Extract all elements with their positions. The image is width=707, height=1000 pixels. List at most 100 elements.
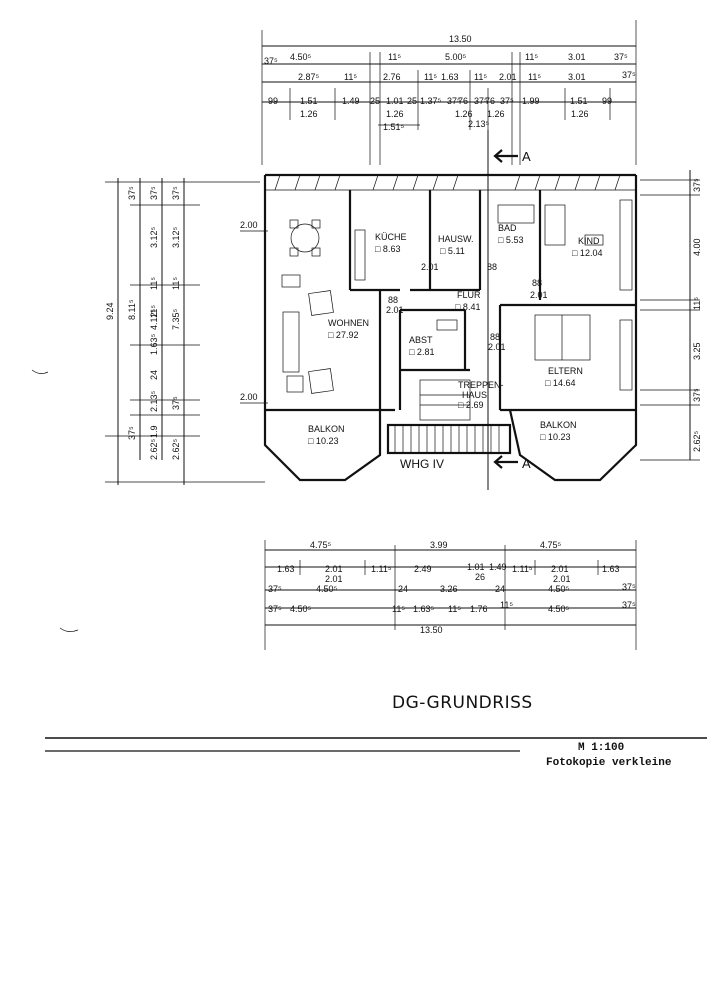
inner-dim-1: 2.01: [386, 305, 404, 315]
dim-bot-r2-h: 2.01: [551, 564, 569, 574]
dim-top-r3-c: 1.49: [342, 96, 360, 106]
dim-top-r3-d: 25: [370, 96, 380, 106]
dim-right-1: 4.00: [692, 238, 702, 256]
room-name-treppen: TREPPEN-: [458, 380, 504, 390]
title-block: DG-GRUNDRISS M 1:100 Fotokopie verkleine: [45, 693, 707, 769]
dim-top-r5-b: 2.13⁵: [468, 119, 490, 129]
dim-top-r1-e: 3.01: [568, 52, 586, 62]
inner-dim-3: 2.01: [530, 290, 548, 300]
dim-bot-r3-f: 4.50⁵: [548, 584, 570, 594]
room-area-balkon-left: □ 10.23: [308, 436, 338, 446]
section-marker-bottom: A: [493, 455, 531, 471]
room-area-hausw: □ 5.11: [440, 246, 465, 256]
dim-left-s1: 37⁵: [171, 186, 181, 200]
dim-right-2: 11⁵: [692, 297, 702, 310]
section-marker-label-bottom: A: [522, 456, 531, 471]
dim-top-r4-c: 1.26: [455, 109, 473, 119]
dim-bot-r4-c: 11⁵: [392, 604, 405, 614]
dim-bot-r2b-c: 2.01: [553, 574, 571, 584]
dim-left-mid: 8.11⁵: [127, 299, 137, 320]
room-name2-treppen: HAUS: [462, 390, 487, 400]
dim-top-r3-k: 76: [485, 96, 495, 106]
inner-dim-4: 88: [490, 332, 500, 342]
dim-bot-r2-b: 2.01: [325, 564, 343, 574]
dim-top-r2-j: 37⁵: [622, 70, 636, 80]
dim-right-5: 2.62⁵: [692, 430, 702, 452]
dim-left-s2: 37⁵: [127, 186, 137, 200]
dim-bot-r4-b: 4.50⁵: [290, 604, 312, 614]
inner-dim-5: 2.01: [488, 342, 506, 352]
dim-bot-r2-i: 1.63: [602, 564, 620, 574]
dim-bot-r4-d: 1.63⁵: [413, 604, 435, 614]
dim-left-a7: 1.9: [149, 425, 159, 438]
dim-bot-r3-c: 24: [398, 584, 408, 594]
dim-top-r3-h: 37⁵: [447, 96, 461, 106]
dim-left-a0: 3.12⁵: [149, 226, 159, 248]
dim-bot-r3-g: 37⁵: [622, 582, 636, 592]
dim-left-a2: 2.13⁵: [149, 390, 159, 412]
dim-top-r1-d: 11⁵: [525, 52, 538, 62]
room-name-wohnen: WOHNEN: [328, 318, 369, 328]
dim-top-r3-i: 76: [458, 96, 468, 106]
building-walls: [263, 173, 638, 482]
room-labels: KÜCHE □ 8.63 HAUSW. □ 5.11 BAD □ 5.53 KI…: [308, 223, 602, 471]
dim-bot-r2b-a: 2.01: [325, 574, 343, 584]
room-area-wohnen: □ 27.92: [328, 330, 358, 340]
apartment-label: WHG IV: [400, 457, 444, 471]
dim-bot-r3-e: 24: [495, 584, 505, 594]
room-area-abst: □ 2.81: [409, 347, 434, 357]
dim-top-r4-d: 1.26: [487, 109, 505, 119]
dim-bot-r3-a: 37⁵: [268, 584, 282, 594]
dim-top-r5-a: 1.51⁵: [383, 122, 405, 132]
dim-bot-r3-d: 3.26: [440, 584, 458, 594]
dim-bot-r1-a: 4.75⁵: [310, 540, 332, 550]
dim-top-r2-b: 11⁵: [344, 72, 357, 82]
dim-top-r1-f: 37⁵: [614, 52, 628, 62]
dim-bot-r4-g: 11⁵: [500, 600, 513, 610]
dim-left-outer: 9.24: [105, 302, 115, 320]
dim-bot-r2b-b: 26: [475, 572, 485, 582]
dim-top-r3-f: 25: [407, 96, 417, 106]
dim-bot-r2-d: 2.49: [414, 564, 432, 574]
dim-top-r2-a: 2.87⁵: [298, 72, 320, 82]
dim-left-s8: 37⁵: [127, 426, 137, 440]
room-area-bad: □ 5.53: [498, 235, 523, 245]
dim-left-s7: 37⁵: [171, 396, 181, 410]
dim-left-a5: 7.35⁵: [171, 308, 181, 330]
dim-top-r1-c: 5.00⁵: [445, 52, 467, 62]
photocopy-note: Fotokopie verkleine: [546, 757, 672, 769]
right-dimension-chain: 37⁵ 4.00 11⁵ 3.25 37⁵ 2.62⁵: [640, 170, 702, 461]
room-name-kind: KIND: [578, 236, 600, 246]
dim-bot-r2-f: 1.49: [489, 562, 507, 572]
room-area-kueche: □ 8.63: [375, 244, 400, 254]
dim-left-s4: 11⁵: [171, 277, 181, 290]
dim-bot-r4-a: 37⁵: [268, 604, 282, 614]
room-area-balkon-right: □ 10.23: [540, 432, 570, 442]
room-area-eltern: □ 14.64: [545, 378, 575, 388]
dim-bot-r4-h: 4.50⁵: [548, 604, 570, 614]
dim-top-r3-b: 1.51: [300, 96, 318, 106]
dim-bot-r3-b: 4.50⁵: [316, 584, 338, 594]
room-area-flur: □ 8.41: [455, 302, 480, 312]
dim-left-label-2: 2.00: [240, 392, 258, 402]
room-name-balkon-right: BALKON: [540, 420, 577, 430]
dim-bot-r4-i: 37⁵: [622, 600, 636, 610]
room-area-kind: □ 12.04: [572, 248, 602, 258]
dim-left-label-1: 2.00: [240, 220, 258, 230]
dim-top-r3-a: 99: [268, 96, 278, 106]
dim-left-a6: 2.62⁵: [149, 438, 159, 460]
dim-top-r3-j: 37⁵: [474, 96, 488, 106]
dim-bot-r2-e: 1.01: [467, 562, 485, 572]
bottom-dimension-chains: 4.75⁵ 3.99 4.75⁵ 1.63 2.01 1.11⁵ 2.49 1.…: [264, 540, 637, 650]
scale-label: M 1:100: [578, 742, 624, 754]
dim-bot-total: 13.50: [420, 625, 443, 635]
dim-bot-r4-e: 11⁵: [448, 604, 461, 614]
dim-top-total: 13.50: [449, 34, 472, 44]
room-name-abst: ABST: [409, 335, 433, 345]
dim-top-r4-a: 1.26: [300, 109, 318, 119]
dim-top-r1-g: 37⁵: [264, 56, 278, 66]
dim-top-r3-e: 1.01: [386, 96, 404, 106]
plan-title: DG-GRUNDRISS: [392, 693, 533, 713]
dim-left-s3: 11⁵: [149, 277, 159, 290]
